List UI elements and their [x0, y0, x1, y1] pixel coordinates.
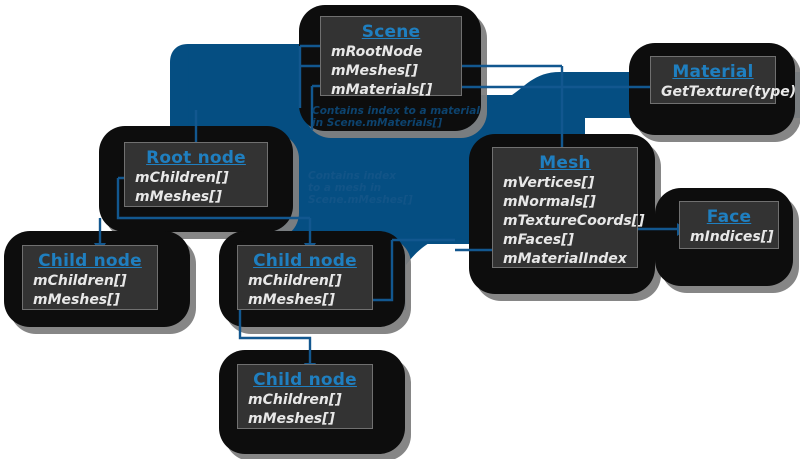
annotation-mesh-index-line2: to a mesh in [308, 182, 382, 194]
child-node-a-field-mmeshes: mMeshes[] [33, 292, 120, 308]
mesh-panel: Mesh mVertices[] mNormals[] mTextureCoor… [492, 147, 645, 268]
annotation-mesh-index-line1: Contains index [308, 170, 396, 182]
mesh-field-mmaterialindex: mMaterialIndex [503, 251, 627, 267]
mesh-field-mvertices: mVertices[] [503, 175, 595, 191]
child-node-b-field-mmeshes: mMeshes[] [248, 292, 335, 308]
child-node-b-panel: Child node mChildren[] mMeshes[] [237, 245, 373, 310]
annotation-material-index-line2: in Scene.mMaterials[] [312, 117, 443, 129]
root-node-field-mmeshes: mMeshes[] [135, 189, 222, 205]
face-panel: Face mIndices[] [679, 201, 779, 249]
face-title: Face [706, 207, 752, 227]
annotation-mesh-index-line3: Scene.mMeshes[] [308, 194, 413, 206]
mesh-title: Mesh [539, 153, 591, 173]
child-node-c-field-mchildren: mChildren[] [248, 392, 342, 408]
child-node-c-panel: Child node mChildren[] mMeshes[] [237, 364, 373, 429]
child-node-c-title: Child node [253, 370, 357, 390]
child-node-a-title: Child node [38, 251, 142, 271]
material-field-gettexture: GetTexture(type) [661, 84, 797, 100]
child-node-a-field-mchildren: mChildren[] [33, 273, 127, 289]
mesh-field-mfaces: mFaces[] [503, 232, 574, 248]
mesh-field-mtexturecoords: mTextureCoords[] [503, 213, 645, 229]
scene-panel: Scene mRootNode mMeshes[] mMaterials[] [320, 16, 462, 98]
material-panel: Material GetTexture(type) [650, 56, 797, 104]
child-node-c-field-mmeshes: mMeshes[] [248, 411, 335, 427]
root-node-title: Root node [146, 148, 246, 168]
annotation-material-index-line1: Contains index to a material [312, 105, 480, 117]
scene-title: Scene [361, 22, 421, 42]
child-node-b-field-mchildren: mChildren[] [248, 273, 342, 289]
child-node-b-title: Child node [253, 251, 357, 271]
child-node-a-panel: Child node mChildren[] mMeshes[] [22, 245, 158, 310]
scene-field-mmeshes: mMeshes[] [331, 63, 418, 79]
material-title: Material [672, 62, 754, 82]
scene-field-mrootnode: mRootNode [331, 44, 423, 60]
root-node-field-mchildren: mChildren[] [135, 170, 229, 186]
mesh-field-mnormals: mNormals[] [503, 194, 596, 210]
face-field-mindices: mIndices[] [690, 229, 774, 245]
annotation-material-index: Contains index to a material in Scene.mM… [312, 105, 480, 129]
annotation-mesh-index: Contains index to a mesh in Scene.mMeshe… [308, 170, 413, 206]
root-node-panel: Root node mChildren[] mMeshes[] [124, 142, 268, 207]
scene-field-mmaterials: mMaterials[] [331, 82, 433, 98]
